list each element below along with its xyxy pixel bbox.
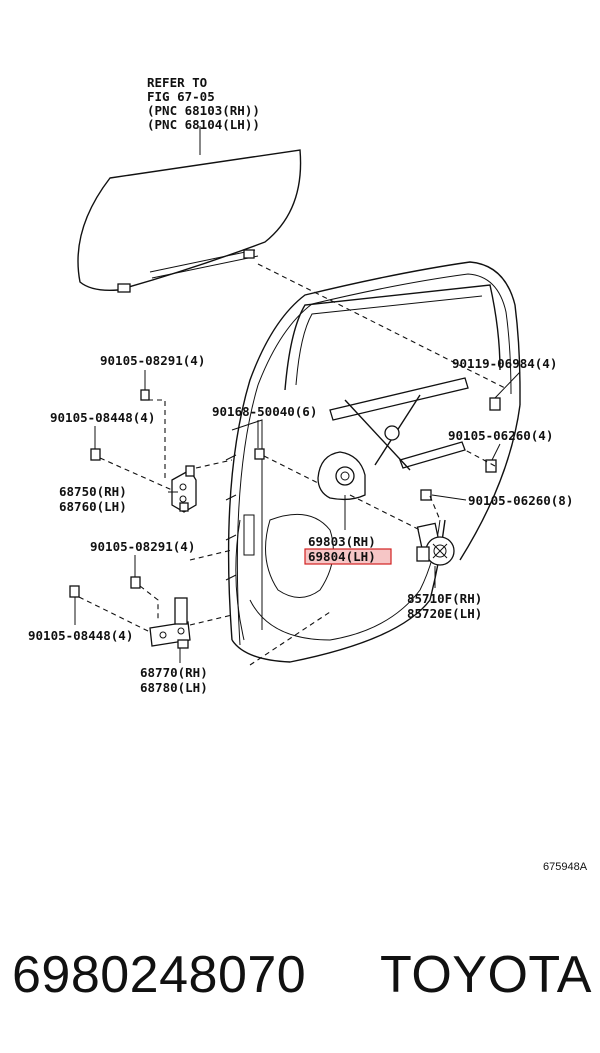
refer-label-3: (PNC 68103(RH)) [147, 103, 260, 118]
window-regulator [317, 377, 469, 501]
refer-label-2: FIG 67-05 [147, 89, 215, 104]
door-glass [77, 149, 302, 293]
label-85720: 85720E(LH) [407, 606, 482, 621]
label-90105-08291-top: 90105-08291(4) [100, 353, 205, 368]
reference-lines [78, 263, 506, 666]
label-90105-06260-8: 90105-06260(8) [468, 493, 573, 508]
label-69803: 69803(RH) [308, 534, 376, 549]
label-68760: 68760(LH) [59, 499, 127, 514]
label-90105-06260-4: 90105-06260(4) [448, 428, 553, 443]
door-panel [225, 261, 521, 663]
label-68780: 68780(LH) [140, 680, 208, 695]
label-69804-highlighted: 69804(LH) [308, 549, 376, 564]
lower-hinge [149, 597, 191, 649]
leader-lines [74, 370, 521, 663]
label-90105-08291-bot: 90105-08291(4) [90, 539, 195, 554]
highlight-box [304, 548, 392, 565]
label-90105-08448-top: 90105-08448(4) [50, 410, 155, 425]
label-90105-08448-bot: 90105-08448(4) [28, 628, 133, 643]
part-number: 6980248070 [12, 946, 307, 1004]
label-68770: 68770(RH) [140, 665, 208, 680]
callout-labels: REFER TO FIG 67-05 (PNC 68103(RH)) (PNC … [28, 75, 588, 873]
window-motor [416, 522, 455, 566]
upper-hinge [171, 465, 197, 513]
label-90168-50040: 90168-50040(6) [212, 404, 317, 419]
refer-label-4: (PNC 68104(LH)) [147, 117, 260, 132]
label-85710: 85710F(RH) [407, 591, 482, 606]
label-90119-06984: 90119-06984(4) [452, 356, 557, 371]
brand-name: TOYOTA [380, 946, 592, 1004]
refer-label-1: REFER TO [147, 75, 207, 90]
parts-diagram: REFER TO FIG 67-05 (PNC 68103(RH)) (PNC … [28, 75, 588, 873]
figure-id: 675948A [543, 861, 588, 873]
label-68750: 68750(RH) [59, 484, 127, 499]
footer: 6980248070 TOYOTA [12, 930, 592, 1020]
